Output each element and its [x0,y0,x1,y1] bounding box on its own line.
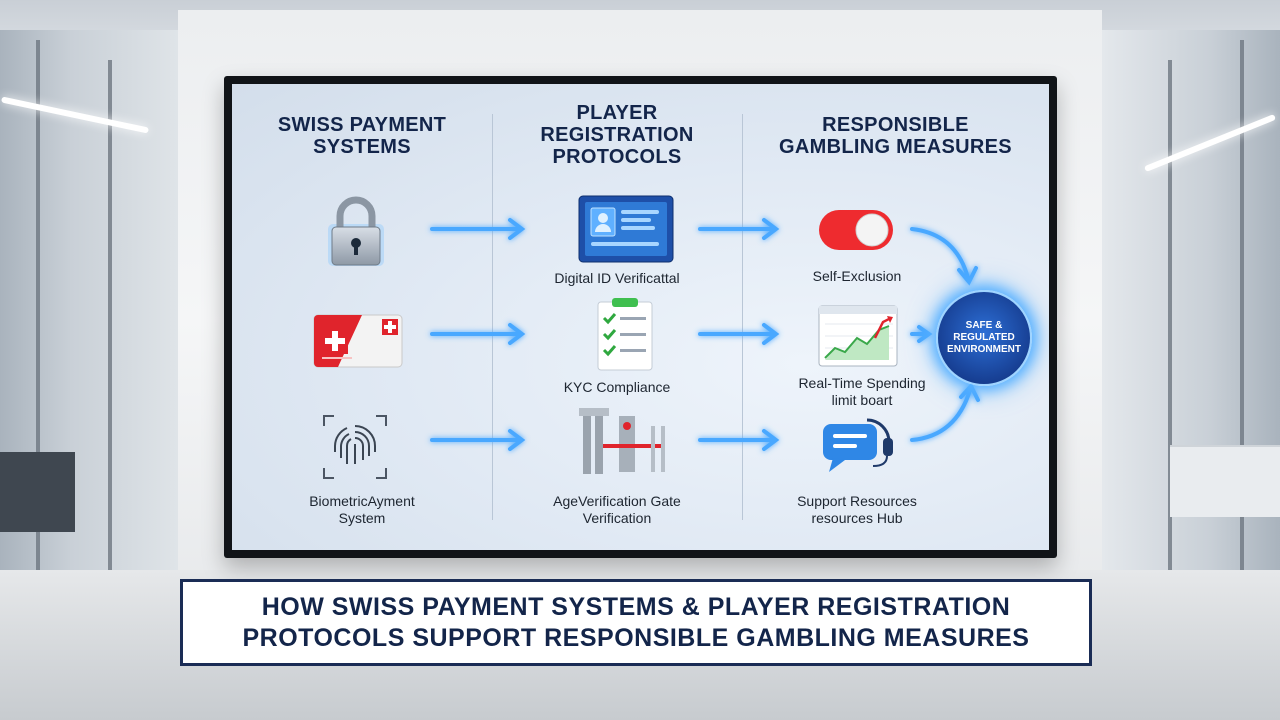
label-self-exclusion: Self-Exclusion [812,268,902,284]
arrow-right [698,218,780,240]
desk [1170,445,1280,517]
digital-id-icon [578,195,674,263]
label-kyc-compliance: KYC Compliance [563,379,671,395]
flow-arrows [430,218,980,451]
glass-wall-right [1102,30,1280,650]
age-gate-icon [579,408,665,474]
arrow-curved [910,382,980,442]
desk [0,452,75,532]
window-mullion [108,60,112,620]
swiss-card-icon [313,314,403,368]
arrow-right [430,323,526,345]
fingerprint-icon [323,415,387,479]
checklist-icon [597,298,653,371]
caption-line: HOW SWISS PAYMENT SYSTEMS & PLAYER REGIS… [261,592,1011,621]
arrow-right [430,218,526,240]
column-divider [742,114,743,520]
window-mullion [36,40,40,640]
glass-wall-left [0,30,178,650]
arrow-curved [910,227,978,286]
toggle-switch-icon [819,210,893,250]
arrow-right [430,429,526,451]
caption-banner: HOW SWISS PAYMENT SYSTEMS & PLAYER REGIS… [180,579,1092,666]
padlock-icon [328,196,384,266]
arrow-right [698,429,780,451]
chat-headset-icon [823,418,893,472]
arrow-right [910,325,933,343]
caption-line: PROTOCOLS SUPPORT RESPONSIBLE GAMBLING M… [242,623,1030,652]
arrow-right [698,323,780,345]
label-digital-id: Digital ID Verificattal [554,270,680,286]
line-chart-icon [818,305,898,367]
window-mullion [1168,60,1172,620]
window-mullion [1240,40,1244,640]
column-divider [492,114,493,520]
safe-environment-node: SAFE & REGULATED ENVIRONMENT [936,290,1032,386]
